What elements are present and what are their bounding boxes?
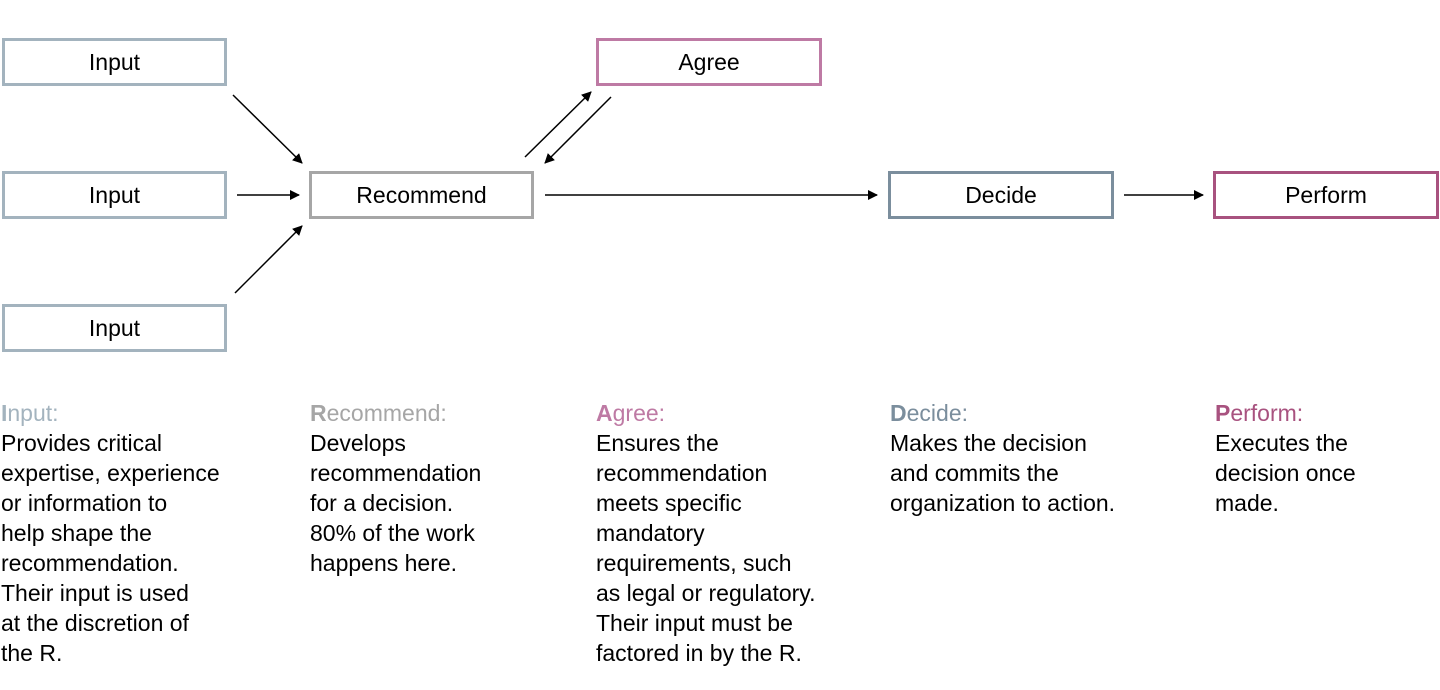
recommend-box-label: Recommend bbox=[356, 181, 487, 208]
input-description-heading: Input: bbox=[1, 398, 246, 428]
agree-description: Agree: Ensures the recommendation meets … bbox=[596, 398, 846, 668]
decide-box-label: Decide bbox=[965, 181, 1037, 208]
input-box-top: Input bbox=[2, 38, 227, 86]
recommend-description-text: Develops recommendation for a decision. … bbox=[310, 430, 482, 576]
perform-description-heading-rest: erform: bbox=[1230, 400, 1304, 426]
agree-description-initial: A bbox=[596, 400, 613, 426]
recommend-description-initial: R bbox=[310, 400, 327, 426]
input-description-text: Provides critical expertise, experience … bbox=[1, 430, 220, 666]
decide-box: Decide bbox=[888, 171, 1114, 219]
agree-description-text: Ensures the recommendation meets specifi… bbox=[596, 430, 816, 666]
arrow-agree-to-recommend bbox=[544, 96, 612, 164]
input-box-bottom-label: Input bbox=[88, 314, 141, 341]
input-description-heading-rest: nput: bbox=[7, 400, 59, 426]
agree-description-heading-rest: gree: bbox=[612, 400, 666, 426]
agree-box: Agree bbox=[596, 38, 822, 86]
perform-description-text: Executes the decision once made. bbox=[1215, 430, 1356, 516]
input-box-bottom: Input bbox=[2, 304, 227, 352]
input-description: Input: Provides critical expertise, expe… bbox=[1, 398, 246, 668]
perform-box: Perform bbox=[1213, 171, 1439, 219]
recommend-description: Recommend: Develops recommendation for a… bbox=[310, 398, 540, 578]
perform-description: Perform: Executes the decision once made… bbox=[1215, 398, 1435, 518]
input-box-top-label: Input bbox=[88, 48, 141, 75]
input-box-middle: Input bbox=[2, 171, 227, 219]
recommend-description-heading-rest: ecommend: bbox=[326, 400, 447, 426]
decide-description: Decide: Makes the decision and commits t… bbox=[890, 398, 1150, 518]
recommend-description-heading: Recommend: bbox=[310, 398, 540, 428]
perform-description-initial: P bbox=[1215, 400, 1231, 426]
decide-description-initial: D bbox=[890, 400, 907, 426]
agree-box-label: Agree bbox=[678, 48, 740, 75]
perform-box-label: Perform bbox=[1285, 181, 1367, 208]
perform-description-heading: Perform: bbox=[1215, 398, 1435, 428]
arrow-input-bottom-to-recommend bbox=[234, 225, 303, 294]
input-box-middle-label: Input bbox=[88, 181, 141, 208]
arrow-input-top-to-recommend bbox=[232, 94, 303, 164]
decide-description-text: Makes the decision and commits the organ… bbox=[890, 430, 1116, 516]
decide-description-heading-rest: ecide: bbox=[906, 400, 968, 426]
recommend-box: Recommend bbox=[309, 171, 534, 219]
agree-description-heading: Agree: bbox=[596, 398, 846, 428]
arrow-recommend-to-agree bbox=[524, 91, 592, 158]
input-description-initial: I bbox=[1, 400, 8, 426]
decide-description-heading: Decide: bbox=[890, 398, 1150, 428]
